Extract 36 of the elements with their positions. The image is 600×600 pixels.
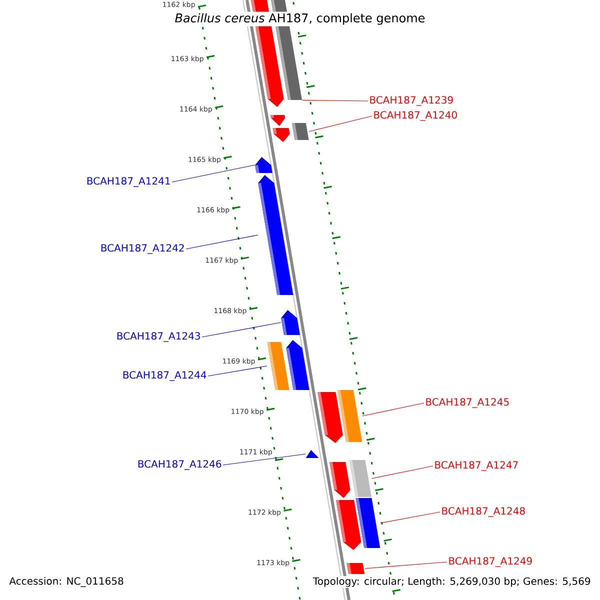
gene-block — [346, 563, 365, 574]
genome-info-text: Topology: circular; Length: 5,269,030 bp; Genes: 5,569 — [312, 576, 592, 588]
gene-block — [281, 310, 300, 335]
gene-label: BCAH187_A1244 — [123, 371, 206, 381]
title: Bacillus cereus AH187, complete genome — [173, 12, 427, 26]
gene-block — [356, 498, 380, 548]
leader-line — [302, 100, 368, 102]
leader-line — [186, 234, 258, 250]
gene-label: BCAH187_A1246 — [138, 460, 222, 470]
gene-block — [306, 450, 319, 458]
leader-line — [208, 366, 268, 376]
leader-line — [362, 402, 424, 416]
gene-block — [255, 157, 272, 173]
gene-label: BCAH187_A1248 — [442, 507, 525, 517]
leader-line — [202, 322, 282, 338]
gene-label: BCAH187_A1245 — [426, 398, 509, 408]
gene-label: BCAH187_A1249 — [449, 557, 532, 567]
gene-label: BCAH187_A1240 — [374, 111, 457, 121]
leader-line — [308, 116, 372, 132]
leader-line — [380, 512, 440, 524]
leader-line — [172, 164, 256, 182]
gene-label: BCAH187_A1243 — [117, 332, 200, 342]
leader-line — [371, 466, 434, 479]
gene-label: BCAH187_A1242 — [101, 244, 184, 254]
leader-line — [364, 562, 448, 569]
gene-block — [349, 460, 372, 497]
gene-block — [267, 342, 290, 390]
leader-line — [222, 454, 306, 466]
gene-label: BCAH187_A1247 — [435, 461, 518, 471]
accession-text: Accession: NC_011658 — [8, 576, 125, 588]
gene-block — [337, 390, 362, 442]
gene-block — [258, 175, 294, 295]
gene-label: BCAH187_A1239 — [370, 96, 453, 106]
gene-block — [286, 340, 310, 390]
gene-block — [292, 123, 309, 140]
gene-label: BCAH187_A1241 — [87, 177, 170, 187]
